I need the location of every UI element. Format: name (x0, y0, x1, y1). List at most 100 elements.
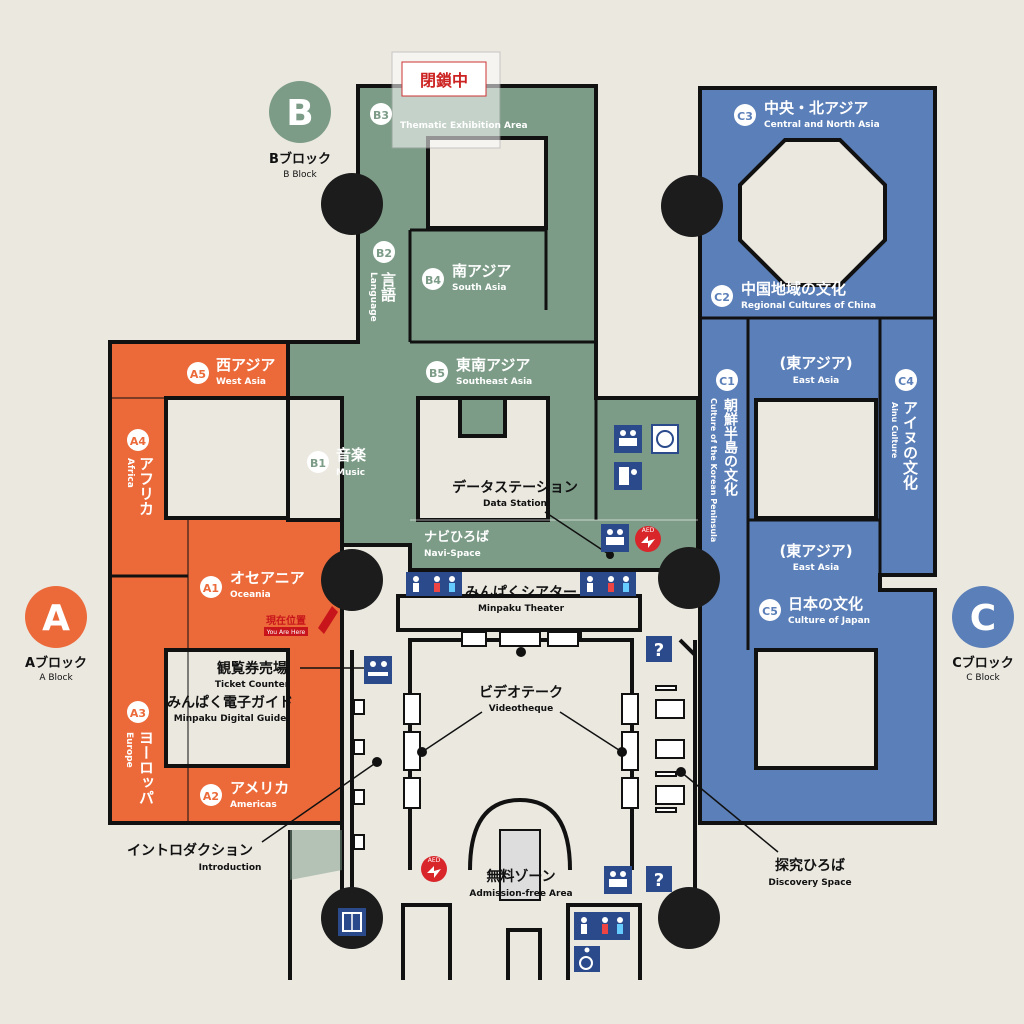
data-station-room (416, 396, 550, 522)
a-block-area (108, 340, 344, 825)
svg-text:Introduction: Introduction (199, 863, 262, 873)
svg-text:アイヌの文化: アイヌの文化 (901, 400, 919, 490)
a-block-counter-room (164, 648, 290, 768)
elevator-icon (338, 908, 366, 936)
c-block-area (698, 86, 937, 825)
svg-text:C: C (970, 598, 996, 639)
toilet-sign-bottom (574, 912, 630, 940)
svg-text:(東アジア): (東アジア) (779, 354, 852, 372)
vending-machine-icon (614, 462, 642, 490)
svg-text:B5: B5 (429, 367, 445, 380)
svg-text:A3: A3 (130, 707, 146, 720)
svg-text:無料ゾーン: 無料ゾーン (486, 868, 555, 885)
svg-text:Navi-Space: Navi-Space (424, 549, 481, 559)
svg-text:ビデオテーク: ビデオテーク (479, 684, 563, 701)
toilet-sign-theater-left (406, 572, 462, 596)
svg-text:西アジア: 西アジア (216, 356, 275, 374)
svg-text:Africa: Africa (125, 458, 135, 488)
svg-text:Aブロック: Aブロック (25, 655, 87, 671)
svg-text:イントロダクション: イントロダクション (127, 842, 253, 859)
toilet-sign-theater-right (580, 572, 636, 596)
area-east-asia-1: (東アジア) East Asia (779, 354, 852, 386)
svg-text:Minpaku Digital Guide: Minpaku Digital Guide (174, 714, 287, 724)
svg-text:Data Station: Data Station (483, 499, 547, 509)
svg-text:東南アジア: 東南アジア (456, 356, 530, 374)
svg-text:B: B (286, 93, 313, 134)
area-b1: B1 音楽 Music (307, 446, 367, 478)
svg-text:Admission-free Area: Admission-free Area (469, 889, 572, 899)
b-block-courtyard (426, 136, 548, 230)
wheelchair-icon (574, 946, 600, 972)
svg-text:みんぱくシアター: みんぱくシアター (465, 584, 577, 601)
block-a-badge: A Aブロック A Block (25, 586, 87, 683)
svg-text:言語: 言語 (379, 271, 397, 303)
svg-text:A: A (42, 598, 70, 639)
svg-text:閉鎖中: 閉鎖中 (420, 71, 468, 90)
place-digital-guide: みんぱく電子ガイド Minpaku Digital Guide (167, 694, 293, 724)
aed-icon-bottom: AED (421, 856, 447, 882)
svg-text:観覧券売場: 観覧券売場 (217, 660, 287, 677)
svg-text:Regional Cultures of China: Regional Cultures of China (741, 301, 876, 311)
svg-text:朝鮮半島の文化: 朝鮮半島の文化 (722, 397, 738, 497)
svg-text:ナビひろば: ナビひろば (424, 529, 489, 545)
svg-text:You Are Here: You Are Here (266, 629, 306, 636)
place-navi-space: ナビひろば Navi-Space (424, 529, 489, 559)
svg-text:B3: B3 (373, 109, 389, 122)
svg-text:C Block: C Block (966, 673, 1000, 683)
svg-text:音楽: 音楽 (336, 446, 367, 464)
svg-text:アフリカ: アフリカ (137, 456, 155, 516)
svg-text:Minpaku Theater: Minpaku Theater (478, 604, 565, 614)
area-b4: B4 南アジア South Asia (422, 262, 511, 293)
svg-text:B Block: B Block (283, 170, 317, 180)
svg-text:Language: Language (368, 272, 378, 322)
svg-text:C1: C1 (719, 375, 735, 388)
svg-text:South Asia: South Asia (452, 283, 506, 293)
c-block-octagon (738, 138, 887, 287)
place-introduction: イントロダクション Introduction (127, 757, 382, 873)
svg-text:現在位置: 現在位置 (266, 614, 306, 627)
svg-text:C5: C5 (762, 605, 778, 618)
svg-text:A1: A1 (203, 582, 219, 595)
svg-text:Bブロック: Bブロック (269, 151, 331, 167)
svg-text:East Asia: East Asia (793, 563, 840, 573)
svg-text:Culture of the Korean Peninsul: Culture of the Korean Peninsula (709, 398, 718, 542)
area-b5: B5 東南アジア Southeast Asia (426, 356, 532, 387)
svg-text:C3: C3 (737, 110, 753, 123)
place-videotheque: ビデオテーク Videotheque (417, 684, 627, 757)
closed-sign: 閉鎖中 (391, 51, 501, 149)
intro-corridor (290, 830, 342, 880)
area-a3: A3 ヨーロッパ Europe (124, 701, 155, 805)
svg-text:Discovery Space: Discovery Space (768, 878, 851, 888)
area-c4: C4 アイヌの文化 Ainu Culture (890, 369, 919, 490)
svg-text:データステーション: データステーション (452, 479, 578, 496)
video-booths (353, 631, 685, 850)
place-free-zone: 無料ゾーン Admission-free Area (469, 868, 572, 899)
svg-text:A2: A2 (203, 790, 219, 803)
info-question-icon-top: ? (646, 636, 672, 662)
svg-text:アメリカ: アメリカ (230, 779, 289, 797)
b-block-area (286, 84, 700, 572)
place-theater: みんぱくシアター Minpaku Theater (465, 584, 577, 657)
svg-text:Oceania: Oceania (230, 590, 271, 600)
svg-text:West Asia: West Asia (216, 377, 266, 387)
svg-text:Music: Music (336, 468, 365, 478)
svg-text:(東アジア): (東アジア) (779, 542, 852, 560)
svg-text:中央・北アジア: 中央・北アジア (764, 99, 868, 117)
area-a4: A4 アフリカ Africa (125, 429, 155, 516)
svg-text:Americas: Americas (230, 800, 277, 810)
svg-text:Cブロック: Cブロック (952, 655, 1014, 671)
svg-text:Thematic Exhibition Area: Thematic Exhibition Area (400, 121, 528, 131)
area-east-asia-2: (東アジア) East Asia (779, 542, 852, 573)
svg-text:Culture of Japan: Culture of Japan (788, 616, 870, 626)
area-b2: B2 言語 Language (368, 241, 397, 322)
svg-text:A5: A5 (190, 368, 206, 381)
ticket-counter-icon (364, 656, 392, 684)
c-block-courtyard-1 (754, 398, 878, 520)
area-a1: A1 オセアニア Oceania (200, 569, 305, 600)
block-b-badge: B Bブロック B Block (269, 81, 331, 180)
svg-text:ヨーロッパ: ヨーロッパ (137, 730, 155, 805)
svg-text:Ainu Culture: Ainu Culture (890, 402, 899, 459)
svg-text:C2: C2 (714, 291, 730, 304)
area-a2: A2 アメリカ Americas (200, 779, 289, 810)
